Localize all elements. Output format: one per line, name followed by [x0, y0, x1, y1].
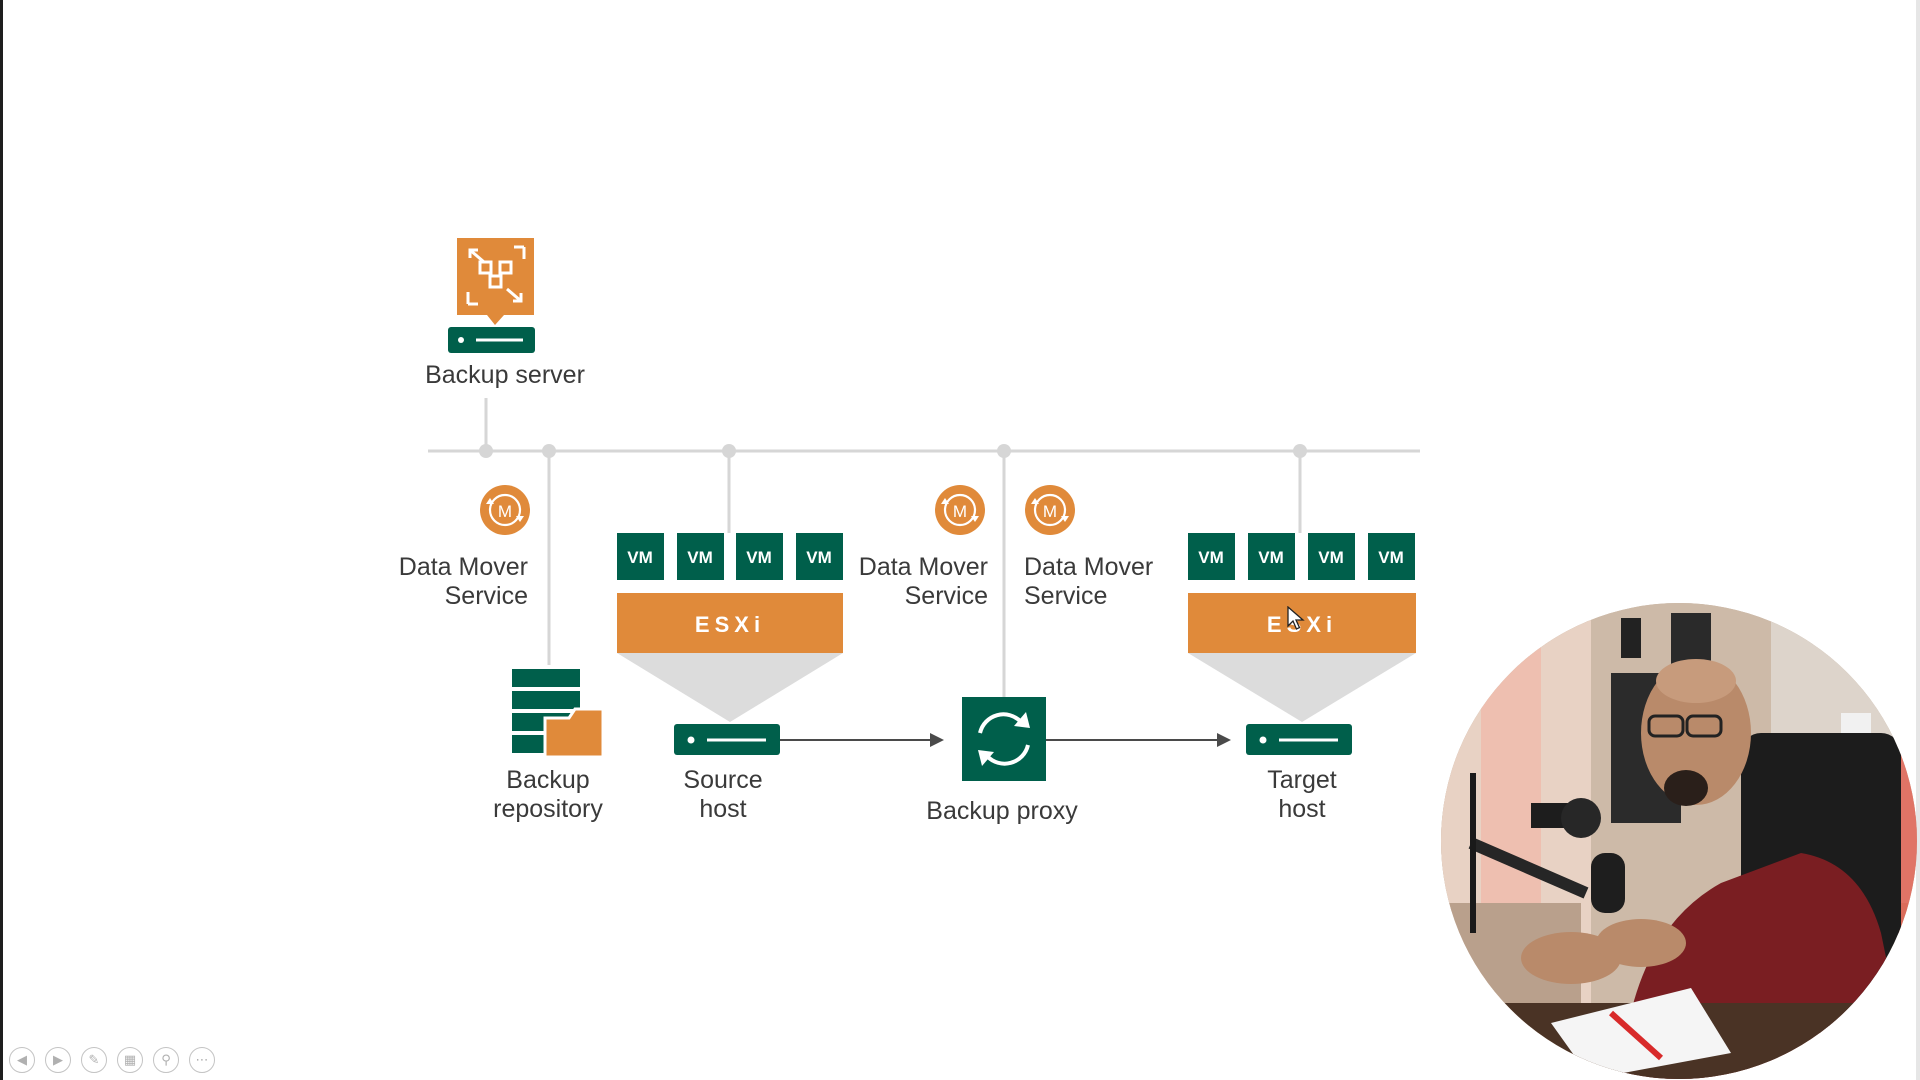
svg-text:ESXi: ESXi: [695, 612, 765, 637]
network-nodes: [479, 444, 1307, 458]
data-mover-icon: M: [480, 485, 530, 535]
vm-box: VM: [796, 533, 843, 580]
backup-server-label: Backup server: [425, 361, 585, 389]
vm-box: VM: [677, 533, 724, 580]
zoom-icon[interactable]: ⚲: [153, 1047, 179, 1073]
svg-text:M: M: [498, 502, 512, 521]
vm-box: VM: [617, 533, 664, 580]
more-options-icon[interactable]: ⋯: [189, 1047, 215, 1073]
backup-proxy-label: Backup proxy: [926, 797, 1078, 825]
data-mover-icon: M: [935, 485, 985, 535]
svg-text:VM: VM: [687, 548, 713, 567]
vm-box: VM: [1368, 533, 1415, 580]
target-vm-group: VM VM VM VM: [1188, 533, 1415, 580]
pen-icon[interactable]: ✎: [81, 1047, 107, 1073]
svg-text:VM: VM: [1258, 548, 1284, 567]
previous-slide-icon[interactable]: ◀: [9, 1047, 35, 1073]
arrow-proxy-to-target: [1046, 733, 1231, 747]
presenter-webcam-overlay: [1441, 603, 1917, 1079]
svg-text:VM: VM: [627, 548, 653, 567]
vm-box: VM: [1188, 533, 1235, 580]
arrow-source-to-proxy: [780, 733, 944, 747]
svg-text:VM: VM: [746, 548, 772, 567]
backup-server-icon: [448, 238, 535, 353]
target-funnel: [1188, 653, 1416, 722]
slide-sorter-icon[interactable]: ▦: [117, 1047, 143, 1073]
vm-box: VM: [1308, 533, 1355, 580]
vm-box: VM: [1248, 533, 1295, 580]
svg-text:M: M: [953, 502, 967, 521]
svg-text:VM: VM: [806, 548, 832, 567]
source-esxi-bar: ESXi: [617, 593, 843, 653]
mouse-cursor-icon: [1287, 606, 1305, 630]
target-esxi-bar: ESXi: [1188, 593, 1416, 653]
backup-repository-icon: [512, 669, 605, 759]
right-window-edge: [1916, 0, 1920, 1080]
svg-text:M: M: [1043, 502, 1057, 521]
svg-text:VM: VM: [1378, 548, 1404, 567]
data-mover-icon: M: [1025, 485, 1075, 535]
next-slide-icon[interactable]: ▶: [45, 1047, 71, 1073]
source-host-icon: [674, 724, 780, 755]
vm-box: VM: [736, 533, 783, 580]
slideshow-toolbar: ◀ ▶ ✎ ▦ ⚲ ⋯: [9, 1047, 215, 1073]
source-vm-group: VM VM VM VM: [617, 533, 843, 580]
source-funnel: [617, 653, 843, 722]
svg-text:VM: VM: [1318, 548, 1344, 567]
svg-text:VM: VM: [1198, 548, 1224, 567]
left-window-edge: [0, 0, 3, 1080]
target-host-icon: [1246, 724, 1352, 755]
network-lines: [428, 398, 1420, 697]
backup-proxy-icon: [962, 697, 1046, 781]
